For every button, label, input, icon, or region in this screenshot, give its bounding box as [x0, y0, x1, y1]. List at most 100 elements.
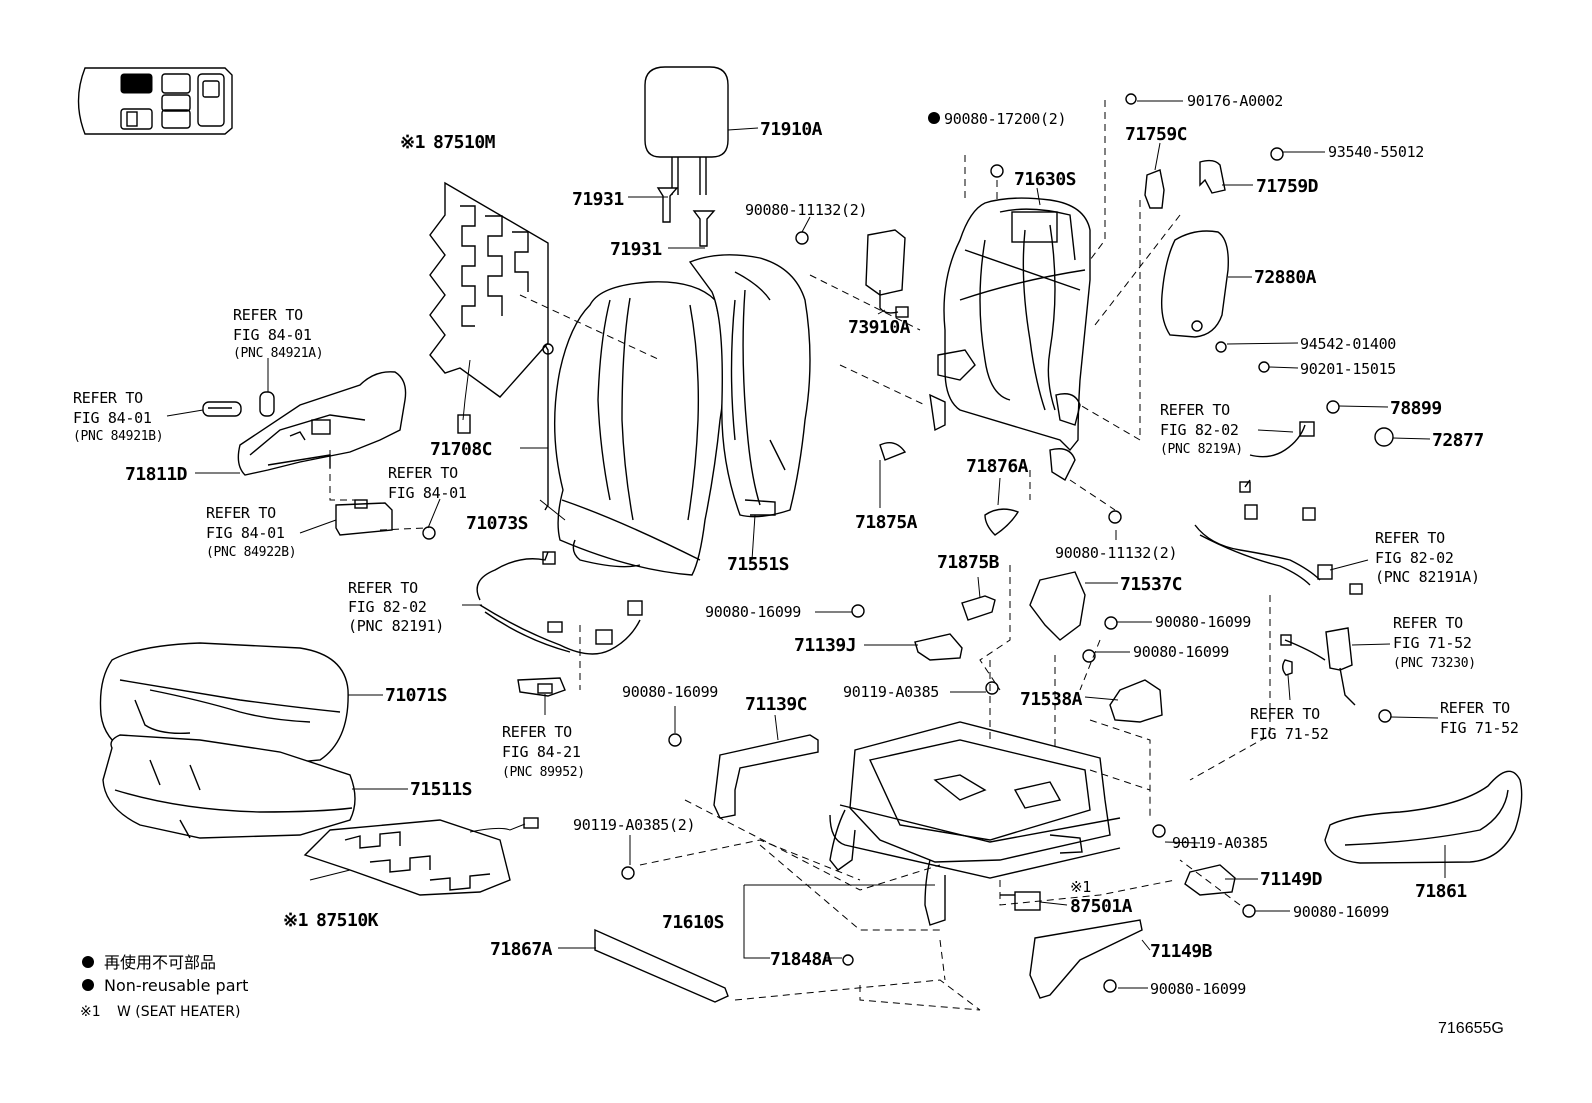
cover-71149d — [1184, 864, 1236, 896]
connector-89952 — [517, 677, 566, 697]
side-airbag-73910a — [865, 229, 909, 318]
legend-line-1: 再使用不可部品 — [104, 953, 216, 972]
cable-8219a — [1239, 421, 1315, 493]
label-87510m: 87510M — [433, 132, 496, 153]
cover-71867a — [594, 928, 729, 1003]
label-73910a: 73910A — [848, 317, 911, 338]
label-90119-a0385-b: 90119-A0385(2) — [573, 816, 695, 834]
legend-line-3: W (SEAT HEATER) — [117, 1004, 240, 1020]
anchor-bracket — [1282, 659, 1293, 676]
svg-text:REFER TO: REFER TO — [388, 464, 458, 482]
svg-text:REFER TO: REFER TO — [348, 579, 418, 597]
label-90080-16099-b: 90080-16099 — [1155, 613, 1251, 631]
headrest-71910a — [644, 66, 729, 247]
refer-to-73230: REFER TO FIG 71-52 (PNC 73230) — [1393, 614, 1476, 671]
label-78899: 78899 — [1390, 398, 1442, 419]
sensor-87501a — [1000, 891, 1041, 911]
label-71538a: 71538A — [1020, 689, 1083, 710]
refer-to-84921b: REFER TO FIG 84-01 (PNC 84921B) — [73, 389, 164, 444]
svg-text:FIG 71-52: FIG 71-52 — [1440, 719, 1519, 737]
label-71861: 71861 — [1415, 881, 1467, 902]
svg-text:FIG 84-01: FIG 84-01 — [73, 409, 152, 427]
refer-to-84-01: REFER TO FIG 84-01 — [388, 464, 467, 502]
label-71071s: 71071S — [385, 685, 447, 706]
label-71149d: 71149D — [1260, 869, 1323, 890]
seat-cushion-pad-71511s — [102, 734, 356, 839]
label-71073s: 71073S — [466, 513, 528, 534]
label-90080-16099-f: 90080-16099 — [1150, 980, 1246, 998]
svg-text:(PNC 84922B): (PNC 84922B) — [206, 545, 296, 560]
label-71139j: 71139J — [794, 635, 856, 656]
legend: 再使用不可部品 Non-reusable part ※1 W (SEAT HEA… — [80, 953, 248, 1020]
svg-text:(PNC 8219A): (PNC 8219A) — [1160, 442, 1243, 457]
refer-to-89952: REFER TO FIG 84-21 (PNC 89952) — [502, 723, 585, 780]
svg-text:FIG 82-02: FIG 82-02 — [1375, 549, 1454, 567]
assembly-dashed-lines — [329, 100, 1271, 1011]
svg-text:REFER TO: REFER TO — [233, 306, 303, 324]
svg-text:FIG 71-52: FIG 71-52 — [1250, 725, 1329, 743]
label-71931-upper: 71931 — [572, 189, 624, 210]
wire-harness-82191 — [476, 551, 643, 655]
refer-to-8219a: REFER TO FIG 82-02 (PNC 8219A) — [1160, 401, 1243, 457]
label-71149b: 71149B — [1150, 941, 1213, 962]
label-71759d: 71759D — [1256, 176, 1319, 197]
refer-to-71-52-right: REFER TO FIG 71-52 — [1440, 699, 1519, 737]
refer-to-82191: REFER TO FIG 82-02 (PNC 82191) — [348, 579, 444, 635]
seat-position-locator-icon — [77, 67, 233, 135]
label-71811d: 71811D — [125, 464, 188, 485]
svg-text:REFER TO: REFER TO — [1160, 401, 1230, 419]
svg-text:REFER TO: REFER TO — [502, 723, 572, 741]
svg-text:REFER TO: REFER TO — [1440, 699, 1510, 717]
label-71931-lower: 71931 — [610, 239, 662, 260]
seatback-cover-71073s — [542, 281, 725, 576]
label-87510k-mark: ※1 — [283, 910, 308, 931]
fasteners — [621, 93, 1394, 993]
label-90080-17200: 90080-17200(2) — [944, 110, 1066, 128]
label-72877: 72877 — [1432, 430, 1484, 451]
seatback-frame-71630s — [929, 197, 1091, 481]
label-71139c: 71139C — [745, 694, 807, 715]
label-71910a: 71910A — [760, 119, 823, 140]
label-87501a-mark: ※1 — [1070, 878, 1091, 896]
svg-text:FIG 84-21: FIG 84-21 — [502, 743, 581, 761]
label-71610s: 71610S — [662, 912, 724, 933]
label-93540-55012: 93540-55012 — [1328, 143, 1424, 161]
label-71708c: 71708C — [430, 439, 492, 460]
bracket-71876a — [984, 508, 1020, 536]
non-reusable-bullet-icon — [82, 956, 94, 968]
outer-shield-71861 — [1324, 770, 1523, 864]
seatback-pad-71551s — [688, 254, 811, 518]
legend-line-2: Non-reusable part — [104, 976, 248, 995]
label-71875a: 71875A — [855, 512, 918, 533]
svg-text:FIG 82-02: FIG 82-02 — [1160, 421, 1239, 439]
non-reusable-bullet-icon — [82, 979, 94, 991]
svg-text:FIG 84-01: FIG 84-01 — [233, 326, 312, 344]
cover-71139c — [713, 734, 819, 819]
svg-text:FIG 71-52: FIG 71-52 — [1393, 634, 1472, 652]
label-71537c: 71537C — [1120, 574, 1182, 595]
label-71511s: 71511S — [410, 779, 472, 800]
svg-text:REFER TO: REFER TO — [1393, 614, 1463, 632]
label-87501a: 87501A — [1070, 896, 1133, 917]
legend-line-3-mark: ※1 — [80, 1004, 101, 1020]
cover-71149b — [1029, 919, 1143, 999]
label-90119-a0385-a: 90119-A0385 — [843, 683, 939, 701]
cover-71759c — [1144, 169, 1165, 209]
label-71876a: 71876A — [966, 456, 1029, 477]
refer-to-71-52-left: REFER TO FIG 71-52 — [1250, 705, 1329, 743]
leader-lines — [166, 100, 1446, 989]
label-71759c: 71759C — [1125, 124, 1187, 145]
seat-adjuster-71610s — [829, 721, 1121, 926]
svg-text:FIG 84-01: FIG 84-01 — [206, 524, 285, 542]
label-90176-a0002: 90176-A0002 — [1187, 92, 1283, 110]
svg-text:REFER TO: REFER TO — [1250, 705, 1320, 723]
refer-to-82191a: REFER TO FIG 82-02 (PNC 82191A) — [1375, 529, 1480, 586]
cover-71139j — [914, 633, 963, 661]
wire-harness-82191a — [1194, 504, 1363, 595]
label-90080-16099-e: 90080-16099 — [1293, 903, 1389, 921]
figure-code: 716655G — [1438, 1020, 1504, 1037]
seat-side-cover-71811d — [202, 371, 407, 476]
seatback-heater-mat-87510m — [429, 181, 549, 434]
svg-text:FIG 84-01: FIG 84-01 — [388, 484, 467, 502]
